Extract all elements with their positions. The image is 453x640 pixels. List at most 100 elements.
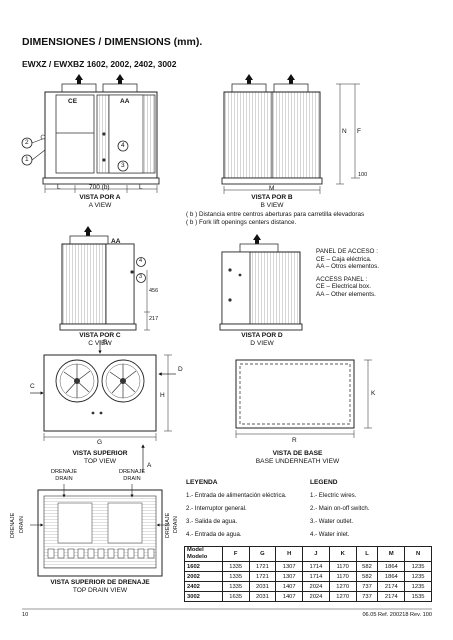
table-cell: 1721 <box>248 561 277 572</box>
drain-es-side-right: DRENAJE <box>165 512 171 538</box>
dim-217: 217 <box>149 316 159 322</box>
view-a-aa-label: AA <box>120 98 130 105</box>
table-cell: 2031 <box>248 591 277 602</box>
base-view-caption: VISTA DE BASE BASE UNDERNEATH VIEW <box>245 450 350 466</box>
page-number: 10 <box>22 612 29 618</box>
col-header: F <box>221 546 250 562</box>
table-row: 2002 1335 1721 1307 1714 1170 582 1864 1… <box>184 571 432 582</box>
arrow-b-label: B <box>103 339 108 346</box>
table-row: 1602 1335 1721 1307 1714 1170 582 1864 1… <box>184 561 432 572</box>
col-header: H <box>275 546 304 562</box>
col-header: N <box>404 546 432 562</box>
view-b-caption: VISTA POR B B VIEW <box>232 194 312 210</box>
view-d-label-en: D VIEW <box>250 340 274 347</box>
model-cell: 2402 <box>184 581 223 592</box>
dim-f: F <box>357 128 361 135</box>
access-panel-note: PANEL DE ACCESO : CE – Caja eléctrica. A… <box>316 248 442 299</box>
view-b-label-es: VISTA POR B <box>251 194 293 201</box>
callout-4: 4 <box>121 142 125 149</box>
table-cell: 2174 <box>377 591 406 602</box>
base-view-label-es: VISTA DE BASE <box>272 450 323 457</box>
model-list: EWXZ / EWXBZ 1602, 2002, 2402, 3002 <box>22 59 177 69</box>
table-cell: 1535 <box>404 591 432 602</box>
col-header: J <box>302 546 330 562</box>
table-cell: 1270 <box>328 591 357 602</box>
table-cell: 1407 <box>275 581 304 592</box>
legend-en-2: 2.- Main on-off switch. <box>310 505 370 512</box>
access-title-en: ACCESS PANEL : <box>316 275 368 283</box>
view-a-label-en: A VIEW <box>88 202 112 209</box>
table-cell: 1407 <box>275 591 304 602</box>
table-cell: 1270 <box>328 581 357 592</box>
view-a-label-es: VISTA POR A <box>79 194 121 201</box>
model-header: Model Modelo <box>184 546 223 562</box>
doc-reference: 06.05 Ref. 200218 Rev. 100 <box>362 612 432 618</box>
access-title-es: PANEL DE ACCESO : <box>316 248 378 255</box>
drain-view-label-en: TOP DRAIN VIEW <box>72 587 128 594</box>
view-c-label-es: VISTA POR C <box>79 332 121 339</box>
drain-label-side-right-en: DRAIN <box>173 510 181 540</box>
dim-l-left: L <box>57 184 61 191</box>
table-row: 2402 1335 2031 1407 2024 1270 737 2174 1… <box>184 581 432 592</box>
drain-label-left: DRENAJE DRAIN <box>44 469 84 482</box>
model-cell: 3002 <box>184 591 223 602</box>
top-view-caption: VISTA SUPERIOR TOP VIEW <box>50 450 150 466</box>
dim-456: 456 <box>149 288 159 294</box>
table-cell: 1635 <box>221 591 250 602</box>
table-cell: 1307 <box>275 571 304 582</box>
table-cell: 1307 <box>275 561 304 572</box>
access-ce-en: CE – Electrical box. <box>316 283 371 291</box>
view-d-caption: VISTA POR D D VIEW <box>222 332 302 348</box>
table-cell: 1235 <box>404 581 432 592</box>
legend-es-1: 1.- Entrada de alimentación eléctrica. <box>186 492 287 499</box>
table-cell: 2174 <box>377 581 406 592</box>
drain-view-caption: VISTA SUPERIOR DE DRENAJE TOP DRAIN VIEW <box>40 579 160 595</box>
dimensions-table: Model Modelo F G H J K L M N 1602 1335 1… <box>184 546 432 602</box>
drain-view-drawing <box>30 484 170 577</box>
legend-en-4: 4.- Water inlet. <box>310 531 350 538</box>
arrow-a-label: A <box>147 462 152 469</box>
col-header: M <box>377 546 406 562</box>
dim-g: G <box>97 439 103 446</box>
table-cell: 737 <box>355 581 379 592</box>
access-aa-en: AA – Other elements. <box>316 290 376 298</box>
top-view-label-en: TOP VIEW <box>84 458 116 465</box>
drain-es-left: DRENAJE <box>50 469 78 475</box>
top-view-label-es: VISTA SUPERIOR <box>72 450 128 457</box>
table-cell: 1721 <box>248 571 277 582</box>
base-view-label-en: BASE UNDERNEATH VIEW <box>255 458 340 465</box>
callout-2: 2 <box>25 139 29 146</box>
drain-en-side-right: DRAIN <box>173 516 179 534</box>
access-ce-es: CE – Caja eléctrica. <box>316 255 372 263</box>
table-cell: 1864 <box>377 571 406 582</box>
legend-heading-en: LEGEND <box>310 479 338 486</box>
callout-c-4: 4 <box>139 258 143 264</box>
drain-es-side-left: DRENAJE <box>10 512 16 538</box>
table-cell: 582 <box>355 571 379 582</box>
view-c-aa-label: AA <box>111 238 121 245</box>
note-b-es: ( b ) Distancia entre centros aberturas … <box>186 211 365 218</box>
table-cell: 1335 <box>221 561 250 572</box>
view-a-caption: VISTA POR A A VIEW <box>60 194 140 210</box>
drain-en-side-left: DRAIN <box>19 516 25 534</box>
table-cell: 1235 <box>404 571 432 582</box>
table-cell: 2024 <box>302 581 330 592</box>
table-cell: 1170 <box>328 571 357 582</box>
legend-en-3: 3.- Water outlet. <box>310 518 354 525</box>
dim-100: 100 <box>358 172 368 178</box>
col-header: K <box>328 546 357 562</box>
view-c-label-en: C VIEW <box>88 340 112 347</box>
drain-label-right: DRENAJE DRAIN <box>112 469 152 482</box>
callout-c-3: 3 <box>139 274 143 280</box>
table-header-row: Model Modelo F G H J K L M N <box>184 546 432 562</box>
view-c-caption: VISTA POR C C VIEW <box>60 332 140 348</box>
dim-k: K <box>371 390 376 397</box>
table-cell: 2031 <box>248 581 277 592</box>
drain-es-right: DRENAJE <box>118 469 146 475</box>
dim-r: R <box>292 437 297 444</box>
note-b-en: ( b ) Fork lift openings centers distanc… <box>186 219 297 226</box>
view-b-label-en: B VIEW <box>260 202 284 209</box>
base-view-drawing <box>235 359 372 438</box>
dim-l-right: L <box>139 184 143 191</box>
